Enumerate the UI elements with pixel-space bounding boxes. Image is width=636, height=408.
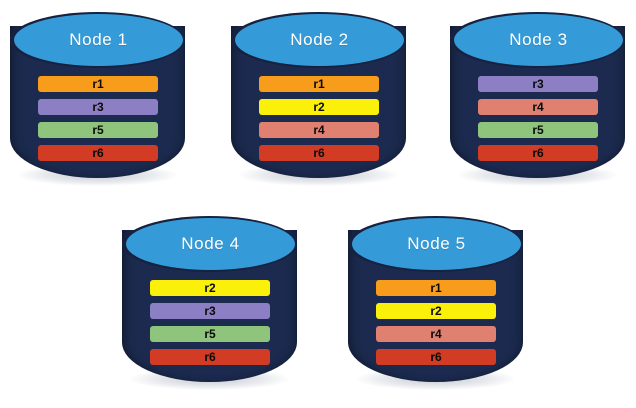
replica-list: r1 r2 r4 r6 — [376, 280, 496, 365]
replica-bar-r4[interactable]: r4 — [259, 122, 379, 138]
database-node-4[interactable]: Node 4 r2 r3 r5 r6 — [122, 212, 297, 392]
cylinder-top-face — [352, 218, 521, 270]
replica-bar-r4[interactable]: r4 — [478, 99, 598, 115]
replica-bar-r2[interactable]: r2 — [259, 99, 379, 115]
replica-bar-r5[interactable]: r5 — [478, 122, 598, 138]
replica-bar-r6[interactable]: r6 — [376, 349, 496, 365]
replica-bar-r5[interactable]: r5 — [150, 326, 270, 342]
node-label: Node 5 — [407, 234, 466, 253]
database-node-5[interactable]: Node 5 r1 r2 r4 r6 — [348, 212, 523, 392]
replica-list: r2 r3 r5 r6 — [150, 280, 270, 365]
replica-list: r1 r3 r5 r6 — [38, 76, 158, 161]
replica-bar-r6[interactable]: r6 — [38, 145, 158, 161]
node-label: Node 1 — [69, 30, 128, 49]
cylinder-top-face — [126, 218, 295, 270]
replica-bar-r6[interactable]: r6 — [478, 145, 598, 161]
replica-bar-r6[interactable]: r6 — [150, 349, 270, 365]
node-label: Node 3 — [509, 30, 568, 49]
replica-bar-r5[interactable]: r5 — [38, 122, 158, 138]
replica-bar-r3[interactable]: r3 — [38, 99, 158, 115]
replica-bar-r2[interactable]: r2 — [150, 280, 270, 296]
replica-bar-r3[interactable]: r3 — [478, 76, 598, 92]
replica-bar-r3[interactable]: r3 — [150, 303, 270, 319]
cylinder-top-face — [235, 14, 404, 66]
node-label: Node 4 — [181, 234, 240, 253]
replica-list: r1 r2 r4 r6 — [259, 76, 379, 161]
replica-bar-r6[interactable]: r6 — [259, 145, 379, 161]
node-label: Node 2 — [290, 30, 349, 49]
database-node-2[interactable]: Node 2 r1 r2 r4 r6 — [231, 8, 406, 188]
replica-bar-r1[interactable]: r1 — [259, 76, 379, 92]
replica-bar-r1[interactable]: r1 — [38, 76, 158, 92]
replica-bar-r1[interactable]: r1 — [376, 280, 496, 296]
replica-list: r3 r4 r5 r6 — [478, 76, 598, 161]
replica-bar-r2[interactable]: r2 — [376, 303, 496, 319]
cylinder-top-face — [454, 14, 623, 66]
database-node-1[interactable]: Node 1 r1 r3 r5 r6 — [10, 8, 185, 188]
cylinder-top-face — [14, 14, 183, 66]
replica-bar-r4[interactable]: r4 — [376, 326, 496, 342]
database-node-3[interactable]: Node 3 r3 r4 r5 r6 — [450, 8, 625, 188]
